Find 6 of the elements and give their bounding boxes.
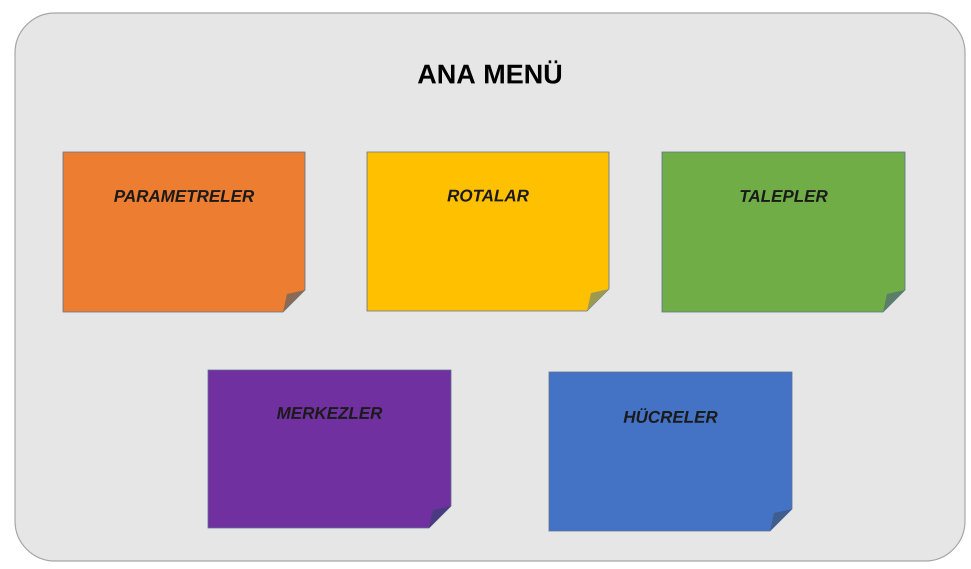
sticky-note: MERKEZLER xyxy=(208,370,452,528)
sticky-note: PARAMETRELER xyxy=(62,152,306,312)
sticky-note: TALEPLER xyxy=(662,152,906,312)
menu-title: ANA MENÜ xyxy=(418,60,562,84)
sticky-note: ROTALAR xyxy=(366,152,610,312)
sticky-note: HÜCRELER xyxy=(548,372,792,532)
